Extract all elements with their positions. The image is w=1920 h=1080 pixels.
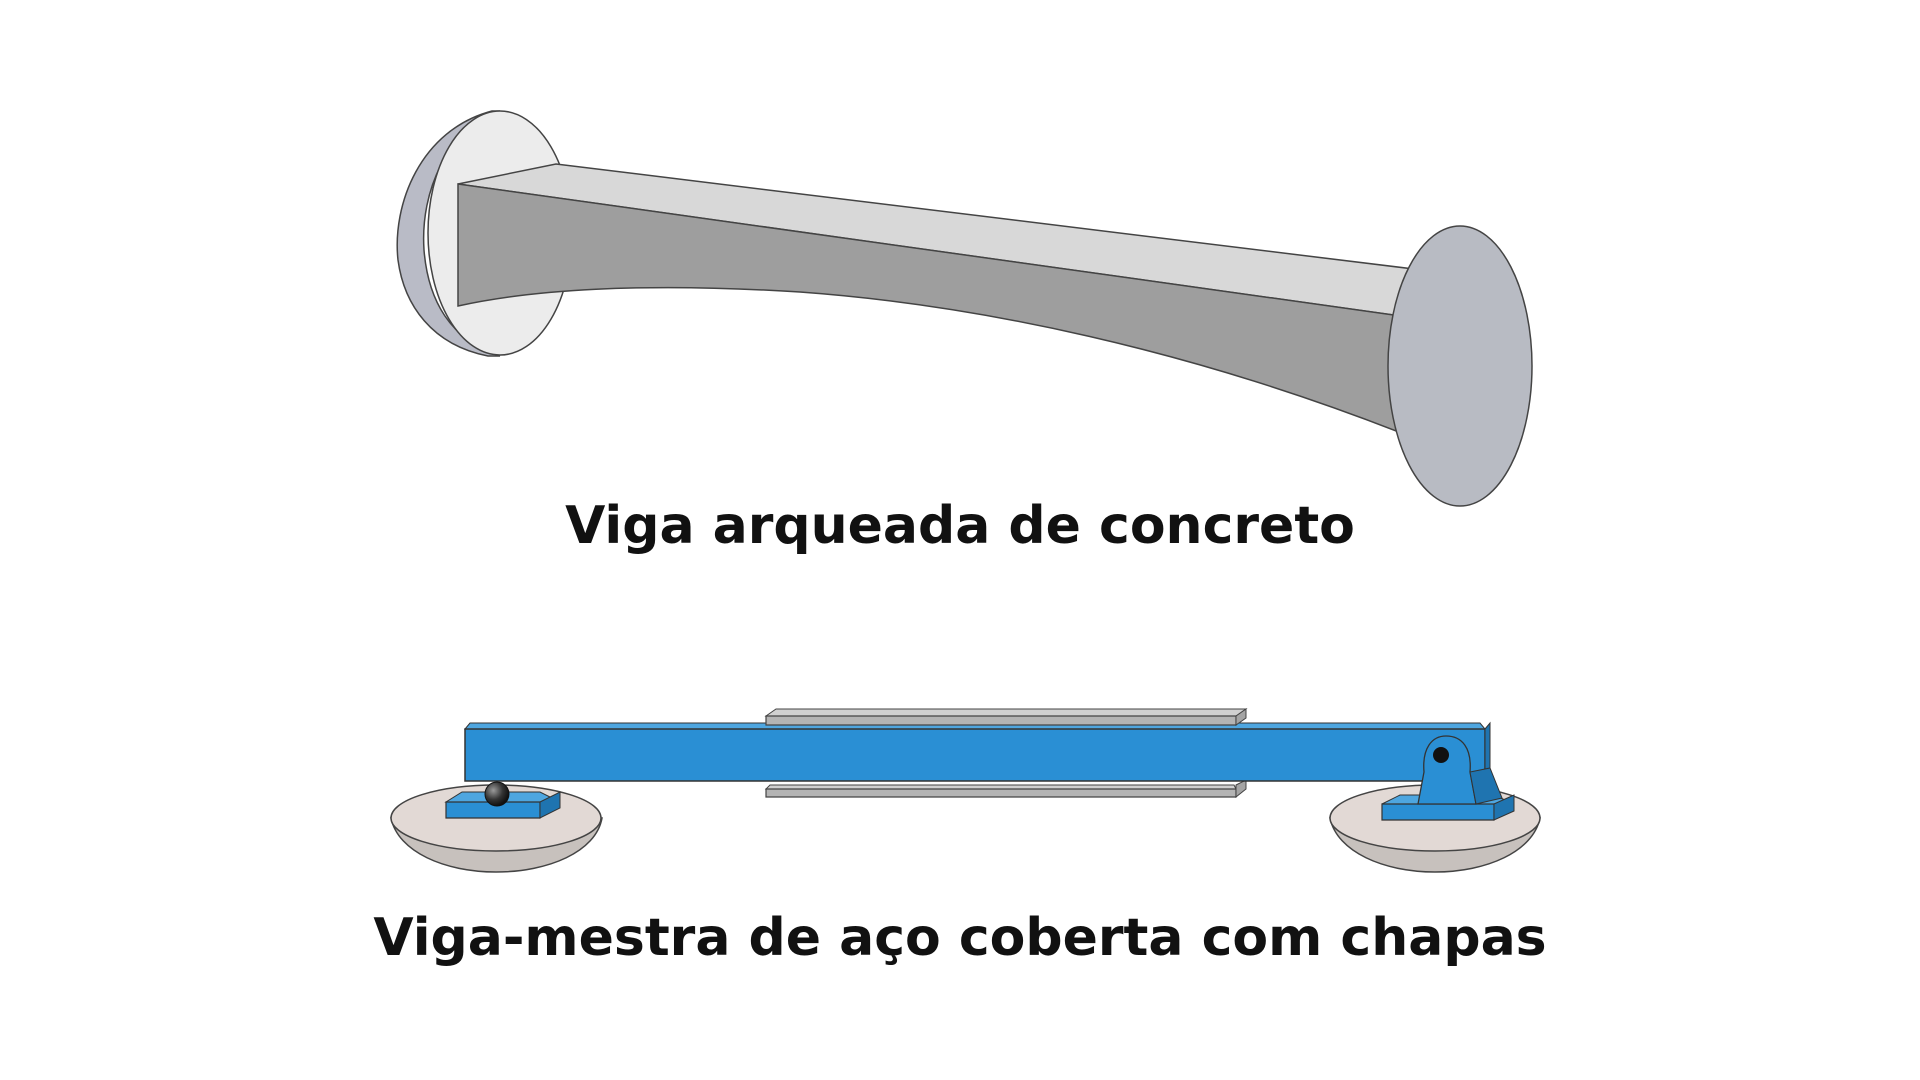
pin-bearing-side xyxy=(1469,767,1503,805)
roller-ball-icon xyxy=(484,781,510,807)
right-pin-bearing xyxy=(1417,735,1503,805)
left-roller xyxy=(484,781,510,807)
caption-arched-concrete-beam: Viga arqueada de concreto xyxy=(565,496,1355,556)
arched-concrete-beam xyxy=(396,110,1533,507)
beam-side-face xyxy=(457,183,1409,436)
pin-icon xyxy=(1433,747,1449,763)
caption-steel-plate-girder: Viga-mestra de aço coberta com chapas xyxy=(373,908,1547,968)
right-end-cap xyxy=(1387,225,1533,507)
main-girder xyxy=(463,721,1491,783)
steel-plate-girder xyxy=(390,708,1541,873)
bottom-cover-plate xyxy=(764,779,1247,799)
pin-bearing-body xyxy=(1417,735,1477,805)
top-cover-plate xyxy=(764,708,1248,726)
left-end-cap-shadow xyxy=(396,110,501,357)
girder-front-face xyxy=(464,728,1486,782)
